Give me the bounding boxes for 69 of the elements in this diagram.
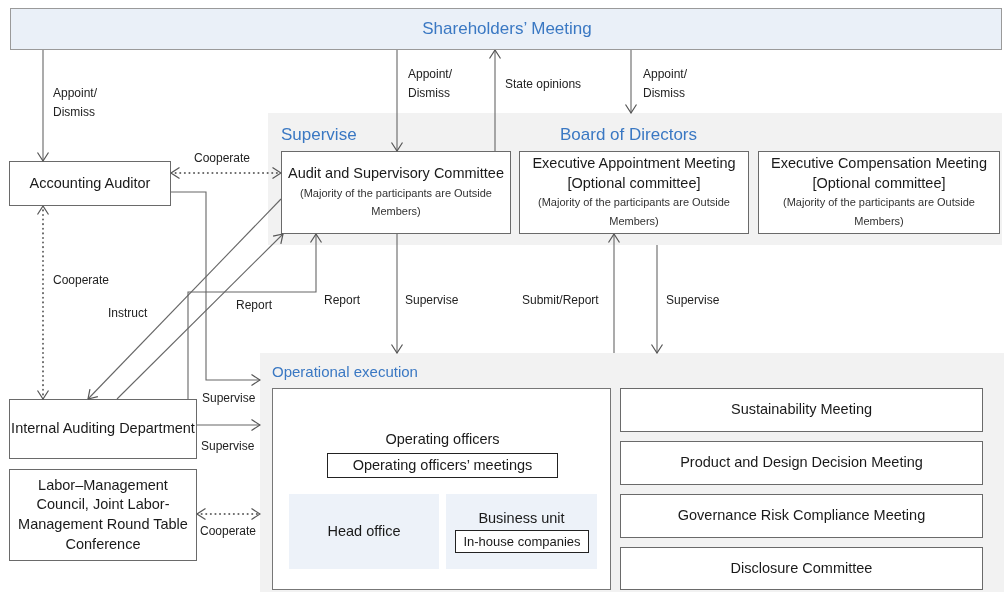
arrow [390, 49, 404, 152]
heading: Operating officers [384, 431, 501, 447]
node-title: Executive Compensation Meeting [Optional committee] [770, 154, 988, 193]
process-box [519, 151, 749, 234]
edge-label: Appoint/ Dismiss [408, 66, 454, 102]
node-title: Governance Risk Compliance Meeting [677, 506, 926, 526]
edge-label: Cooperate [194, 150, 251, 167]
tag-box [327, 453, 558, 478]
heading: Business unit [477, 510, 566, 526]
arrow [187, 233, 323, 400]
edge-label: Supervise [201, 438, 255, 455]
node-title: Head office [327, 521, 401, 541]
node-title: Disclosure Committee [730, 558, 873, 578]
arrow [624, 49, 638, 114]
node-title: Audit and Supervisory Committee [288, 164, 504, 184]
arrow [36, 49, 50, 162]
arrow [607, 233, 621, 354]
arrow [390, 233, 404, 354]
edge-label: Submit/Report [522, 292, 599, 309]
node-note: (Majority of the participants are Outside Members) [537, 195, 731, 230]
edge-label: State opinions [505, 76, 582, 93]
tag-box [455, 530, 589, 553]
edge-label: Cooperate [200, 523, 257, 540]
edge-label: Supervise [405, 292, 459, 309]
node-note: (Majority of the participants are Outside Members) [782, 195, 976, 230]
process-box [9, 161, 171, 206]
node-note: (Majority of the participants are Outside Members) [299, 185, 493, 220]
arrow [488, 49, 502, 152]
heading: Operational execution [272, 363, 418, 380]
process-box [620, 494, 983, 538]
node-title: Executive Appointment Meeting [Optional committee] [531, 154, 737, 193]
process-box [9, 399, 197, 459]
edge-label: Report [236, 297, 273, 314]
unit-tile [446, 494, 597, 569]
arrow [170, 191, 261, 387]
node-title: Accounting Auditor [29, 173, 151, 193]
arrow [650, 244, 664, 354]
node-title: Labor–Management Council, Joint Labor-Management Round Table Conference [17, 475, 189, 554]
edge-label: Appoint/ Dismiss [53, 85, 99, 121]
node-title: Sustainability Meeting [730, 400, 873, 420]
banner-box [10, 8, 1002, 50]
process-box [620, 441, 983, 485]
edge-label: Report [324, 292, 361, 309]
node-title: Operating officers’ meetings [352, 455, 533, 475]
group-panel [268, 113, 1002, 245]
process-box [9, 469, 197, 561]
heading: Supervise [281, 125, 357, 145]
heading: Shareholders’ Meeting [421, 19, 593, 39]
dotted-arrow [196, 507, 261, 521]
edge-label: Supervise [666, 292, 720, 309]
node-title: In-house companies [463, 532, 581, 551]
arrow [87, 198, 282, 400]
dotted-arrow [36, 205, 50, 400]
process-box [620, 547, 983, 590]
arrow [196, 418, 261, 432]
edge-label: Appoint/ Dismiss [643, 66, 689, 102]
edge-label: Cooperate [53, 272, 110, 289]
group-box [272, 388, 611, 590]
edge-label: Supervise [202, 390, 256, 407]
dotted-arrow [170, 166, 282, 180]
group-panel [260, 353, 1004, 592]
process-box [758, 151, 1000, 234]
heading: Board of Directors [560, 125, 697, 145]
edge-label: Instruct [108, 305, 148, 322]
node-title: Product and Design Decision Meeting [680, 453, 923, 473]
process-box [281, 151, 511, 234]
node-title: Internal Auditing Department [11, 419, 195, 439]
arrow [116, 233, 284, 400]
process-box [620, 388, 983, 432]
